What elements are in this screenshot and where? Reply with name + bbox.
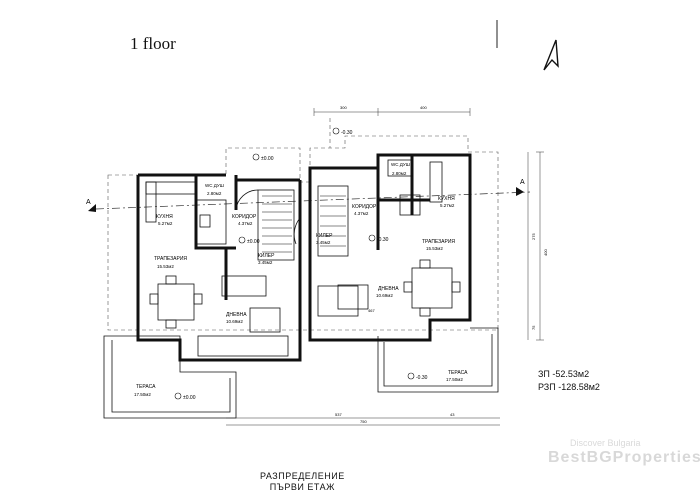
dimension-label: 43	[450, 412, 455, 417]
room-area: 15.53м2	[426, 246, 443, 251]
room-name: WC ДУШ	[205, 183, 224, 188]
drawing-caption: РАЗПРЕДЕЛЕНИЕ ПЪРВИ ЕТАЖ	[260, 471, 345, 493]
room-area: 17.50м2	[134, 392, 151, 397]
room-area: 2.80м2	[392, 171, 407, 176]
room-name: КИЛЕР	[258, 253, 275, 259]
section-label-left: A	[86, 199, 91, 206]
dimension-label: 300	[340, 105, 347, 110]
room-name: КОРИДОР	[352, 204, 377, 210]
north-arrow-icon	[543, 39, 559, 71]
room-area: 10.69м2	[376, 293, 393, 298]
room-area: 15.53м2	[157, 264, 174, 269]
room-name: КОРИДОР	[232, 214, 257, 220]
level-markers	[174, 127, 415, 400]
room-area: 2.80м2	[207, 191, 222, 196]
section-label-right: A	[520, 179, 525, 186]
watermark-top: Discover Bulgaria	[570, 438, 641, 448]
level-label: -0.30	[377, 237, 389, 243]
dimension-label: 75	[531, 325, 536, 330]
room-name: ТРАПЕЗАРИЯ	[422, 239, 455, 245]
floor-title: 1 floor	[130, 34, 176, 53]
dimension-label: 400	[420, 105, 427, 110]
level-label: ±0.00	[247, 239, 260, 245]
room-area: 3.45м2	[258, 260, 273, 265]
right-stairs	[320, 195, 346, 247]
caption-line-1: РАЗПРЕДЕЛЕНИЕ	[260, 471, 345, 481]
room-name: ДНЕВНА	[226, 312, 247, 318]
terraces	[103, 327, 499, 419]
dimension-label: 750	[360, 419, 367, 424]
level-label: ±0.00	[183, 395, 196, 401]
room-area: 4.37м2	[238, 221, 253, 226]
level-label: -0.30	[341, 130, 353, 136]
left-unit-fixtures	[145, 181, 301, 357]
level-label: -0.30	[416, 375, 428, 381]
room-name: ТРАПЕЗАРИЯ	[154, 256, 187, 262]
room-name: WC ДУШ	[391, 162, 410, 167]
room-area: 4.37м2	[354, 211, 369, 216]
roof-outline	[107, 118, 499, 331]
dimension-lines	[226, 108, 544, 426]
built-area: ЗП -52.53м2	[538, 369, 590, 379]
section-line	[95, 191, 531, 210]
room-area: 17.50м2	[446, 377, 463, 382]
dimension-label: 537	[335, 412, 342, 417]
room-name: КУХНЯ	[156, 214, 173, 220]
room-name: ТЕРАСА	[136, 384, 156, 390]
left-stairs	[262, 195, 292, 253]
section-arrow-left-icon	[88, 204, 96, 212]
room-name: КУХНЯ	[438, 196, 455, 202]
room-name: ДНЕВНА	[378, 286, 399, 292]
level-label: ±0.00	[261, 156, 274, 162]
area-summary: ЗП -52.53м2 РЗП -128.58м2	[538, 368, 600, 394]
room-area: 10.69м2	[226, 319, 243, 324]
room-name: КИЛЕР	[316, 233, 333, 239]
caption-line-2: ПЪРВИ ЕТАЖ	[269, 482, 335, 492]
watermark-bottom: BestBGProperties	[548, 449, 700, 466]
right-unit-walls	[308, 153, 472, 342]
room-area: 5.27м2	[440, 203, 455, 208]
dimension-label: 467	[368, 308, 375, 313]
right-unit-fixtures	[317, 159, 461, 317]
dimension-label: 400	[543, 249, 548, 256]
room-area: 5.27м2	[158, 221, 173, 226]
section-arrow-right-icon	[516, 187, 524, 196]
room-area: 3.45м2	[316, 240, 331, 245]
gross-built-area: РЗП -128.58м2	[538, 382, 600, 392]
room-name: ТЕРАСА	[448, 370, 468, 376]
dimension-label: 275	[531, 233, 536, 240]
